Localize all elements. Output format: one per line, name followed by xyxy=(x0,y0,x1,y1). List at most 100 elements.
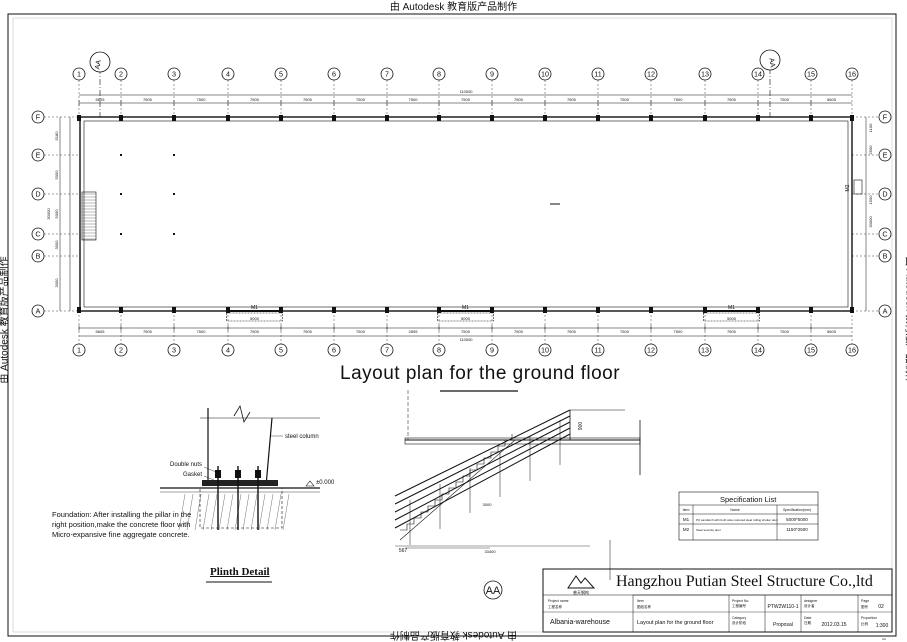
pillar-dot xyxy=(120,233,122,235)
dim-top-10: 7500 xyxy=(620,97,630,102)
grid-col-top-8-circle xyxy=(432,67,446,81)
section-mark-label: AA xyxy=(94,59,103,70)
dim-top-7: 7500 xyxy=(461,97,471,102)
tb-page: 02 xyxy=(878,604,884,610)
grid-col-bottom-6-circle xyxy=(327,343,341,357)
grid-col-bottom-9-label: 9 xyxy=(490,346,494,355)
dim-top-5: 7500 xyxy=(356,97,366,102)
hatch xyxy=(282,493,290,531)
grid-col-bottom-1-label: 1 xyxy=(77,346,81,355)
spec-header-name: Name xyxy=(730,508,739,512)
dim-top-0: 5605 xyxy=(96,97,106,102)
grid-row-right-D-label: D xyxy=(882,190,887,199)
stair-steps xyxy=(400,434,513,531)
column-bottom xyxy=(543,307,547,313)
grid-row-right-A-circle xyxy=(878,304,892,318)
grid-row-right-C-label: C xyxy=(882,230,887,239)
inner-border xyxy=(12,17,893,633)
door-m2-label: M2 xyxy=(845,184,851,191)
spec-cell-spec: 5000*5000 xyxy=(786,517,808,522)
grid-col-bottom-7-label: 7 xyxy=(385,346,389,355)
bolt-nut xyxy=(255,470,261,478)
grid-col-bottom-10-label: 10 xyxy=(541,346,549,355)
hatch xyxy=(250,493,258,531)
stair-on-plan xyxy=(81,191,97,241)
grid-col-top-16-label: 16 xyxy=(848,70,856,79)
column-bottom xyxy=(119,307,123,313)
grid-col-top-9-circle xyxy=(485,67,499,81)
grid-col-top-12-circle xyxy=(644,67,658,81)
tb-page-sub: 图号 xyxy=(861,604,869,609)
grid-col-top-4-label: 4 xyxy=(226,70,230,79)
column-top xyxy=(649,115,653,121)
dim-right-1: 2500 xyxy=(868,145,873,155)
grid-col-top-12-label: 12 xyxy=(647,70,655,79)
dim-bottom-12: 7500 xyxy=(727,329,737,334)
dim-bottom-7: 7500 xyxy=(461,329,471,334)
door-m1-label: M1 xyxy=(462,305,469,311)
dim-overall-bottom: 110000 xyxy=(459,337,473,342)
stair-dim-run: 33400 xyxy=(484,549,496,554)
grid-row-right-B-label: B xyxy=(883,252,888,261)
section-mark-label: AA xyxy=(767,58,776,69)
title-block-frame xyxy=(542,568,893,633)
tb-project-no: PTW2W110-1 xyxy=(767,604,798,610)
stair-dim-height: 900 xyxy=(578,422,584,431)
hatch xyxy=(274,493,282,531)
break-symbol xyxy=(233,404,251,424)
tb-proportion-label: Proportion xyxy=(861,616,877,620)
tb-project-name-sub: 工程名称 xyxy=(548,604,562,609)
door-m1-label: M1 xyxy=(251,305,258,311)
tb-designer-sub: 设计者 xyxy=(804,603,815,608)
spec-cell-spec: 1150*2500 xyxy=(786,527,808,532)
grid-col-bottom-16-label: 16 xyxy=(848,346,856,355)
handrail xyxy=(394,421,571,513)
tb-proportion: 1:300 xyxy=(876,623,889,629)
grid-col-bottom-9-circle xyxy=(485,343,499,357)
grid-row-left-E-circle xyxy=(31,148,45,162)
dim-top-12: 7500 xyxy=(727,97,737,102)
grid-col-bottom-13-label: 13 xyxy=(701,346,709,355)
hatch xyxy=(178,493,186,531)
dim-left-1: 5000 xyxy=(54,170,59,180)
grid-col-top-9-label: 9 xyxy=(490,70,494,79)
column-top xyxy=(77,115,81,121)
grid-row-left-C-label: C xyxy=(35,230,40,239)
dim-top-4: 7500 xyxy=(303,97,313,102)
dim-left-3: 3000 xyxy=(54,240,59,250)
dim-top-6: 7500 xyxy=(409,97,419,102)
base-plate xyxy=(202,480,278,486)
stair-section-mark-circle xyxy=(483,580,503,600)
tb-item-sub: 图纸名称 xyxy=(637,604,651,609)
logo-text: 普天钢构 xyxy=(573,589,589,595)
column-top xyxy=(437,115,441,121)
handrail xyxy=(394,433,571,529)
column-bottom xyxy=(77,307,81,313)
tb-date-sub: 日期 xyxy=(804,620,812,625)
stair-dim-mid: 3000 xyxy=(483,502,493,507)
spec-cell-name: PU sandwich with both side coloured stee… xyxy=(696,518,778,522)
column-top xyxy=(119,115,123,121)
section-mark-circle xyxy=(89,51,111,73)
grid-row-right-C-circle xyxy=(878,227,892,241)
grid-col-top-14-label: 14 xyxy=(754,70,762,79)
pillar-dot xyxy=(173,193,175,195)
grid-col-bottom-2-circle xyxy=(114,343,128,357)
grid-col-bottom-11-circle xyxy=(591,343,605,357)
grid-col-top-16-circle xyxy=(845,67,859,81)
grid-row-left-F-label: F xyxy=(36,113,41,122)
grid-col-top-5-circle xyxy=(274,67,288,81)
hatch xyxy=(186,493,194,531)
bolt-nut xyxy=(235,470,241,478)
hatch xyxy=(210,493,218,531)
spec-cell-item: M1 xyxy=(683,517,690,522)
grid-col-top-7-circle xyxy=(380,67,394,81)
grid-col-top-7-label: 7 xyxy=(385,70,389,79)
column-right-edge xyxy=(265,417,273,487)
column-top xyxy=(226,115,230,121)
dim-bottom-9: 7500 xyxy=(567,329,577,334)
column-bottom xyxy=(850,307,854,313)
stair-dim-567: 567 xyxy=(399,548,408,554)
grid-row-left-D-circle xyxy=(31,187,45,201)
